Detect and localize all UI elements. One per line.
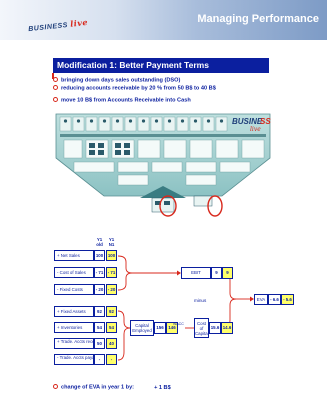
slide-header: BUSINESS live Managing Performance xyxy=(0,0,327,40)
value-old: 54 xyxy=(94,322,105,333)
value-new: - xyxy=(106,354,117,365)
game-board-diagram: BUSINE SS live xyxy=(55,113,271,217)
col-header-old: Y1 old xyxy=(96,237,103,247)
cost-capital-old: 15.6 xyxy=(209,322,221,334)
row-label-fixed-assets: + Fixed Assets xyxy=(54,306,94,317)
accent-line xyxy=(52,73,54,79)
bullet-item: move 10 B$ from Accounts Receivable into… xyxy=(53,97,191,104)
value-new: 100 xyxy=(106,250,117,261)
row-label-net-sales: + Net Sales xyxy=(54,250,94,261)
eva-old: - 6.6 xyxy=(268,294,281,305)
capital-old: 156 xyxy=(154,322,166,334)
svg-text:SS: SS xyxy=(260,117,271,126)
cost-capital-new: 14.6 xyxy=(221,322,233,334)
value-old: 100 xyxy=(94,250,105,261)
svg-text:BUSINE: BUSINE xyxy=(232,117,263,126)
cost-of-capital-label: Cost of Capital xyxy=(194,318,209,338)
row-label-fixed-costs: - Fixed Costs xyxy=(54,284,94,295)
header-title: Managing Performance xyxy=(197,13,319,25)
value-new: 92 xyxy=(106,306,117,317)
value-old: 92 xyxy=(94,306,105,317)
row-label-inventories: + Inventories xyxy=(54,322,94,333)
value-old: - 20 xyxy=(94,284,105,295)
capital-new: 146 xyxy=(166,322,178,334)
eva-label: EVA xyxy=(254,294,268,305)
slide-title: Modification 1: Better Payment Terms xyxy=(53,58,269,73)
svg-text:live: live xyxy=(250,126,261,133)
change-value: + 1 B$ xyxy=(154,384,171,391)
capital-employed-label: Capital Employed xyxy=(130,320,154,336)
value-old: 50 xyxy=(94,338,105,349)
bullet-icon xyxy=(53,85,58,90)
ebit-label: EBIT xyxy=(181,267,211,279)
bullet-item: bringing down days sales outstanding (DS… xyxy=(53,77,180,84)
col-header-new: Y1 N1 xyxy=(108,237,115,247)
value-new: 40 xyxy=(106,338,117,349)
bullet-item: reducing accounts receivable by 20 % fro… xyxy=(53,85,216,92)
minus-label: minus xyxy=(194,298,207,303)
value-old: - 71 xyxy=(94,267,105,278)
bullet-icon xyxy=(53,77,58,82)
change-label: change of EVA in year 1 by: xyxy=(61,384,135,391)
value-new: - 71 xyxy=(106,267,117,278)
change-of-eva: change of EVA in year 1 by: + 1 B$ xyxy=(53,384,171,391)
row-label-payables: - Trade. Accts payable xyxy=(54,354,94,365)
bullet-icon xyxy=(53,384,58,389)
ebit-old: 9 xyxy=(211,267,222,279)
wacc-label: WACC xyxy=(173,322,184,326)
ebit-new: 9 xyxy=(222,267,233,279)
bullet-icon xyxy=(53,97,58,102)
eva-new: - 5.6 xyxy=(281,294,294,305)
row-label-cost-of-sales: - Cost of Sales xyxy=(54,267,94,278)
value-old: - xyxy=(94,354,105,365)
value-new: - 20 xyxy=(106,284,117,295)
value-new: 54 xyxy=(106,322,117,333)
row-label-receivables: + Trade. Accts receivable xyxy=(54,338,94,349)
